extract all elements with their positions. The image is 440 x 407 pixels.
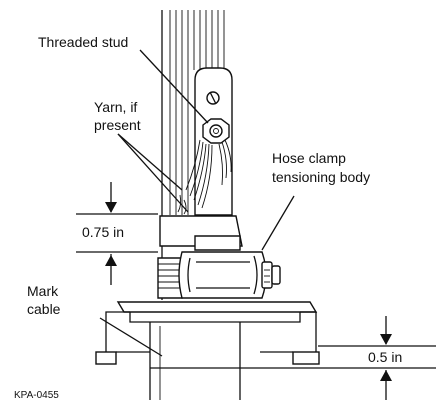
dimension-lower (240, 316, 436, 400)
label-mark-line1: Mark (27, 283, 59, 299)
dimension-upper-label: 0.75 in (82, 224, 124, 240)
label-yarn-line1: Yarn, if (94, 99, 137, 115)
cable-strands (161, 10, 225, 300)
dimension-upper (76, 182, 158, 285)
figure-id: KPA-0455 (14, 390, 59, 401)
hose-clamp-body (178, 251, 281, 299)
threaded-stud-nut (202, 118, 230, 144)
yarn-fibers (177, 139, 232, 215)
dimension-lower-label: 0.5 in (368, 349, 402, 365)
label-hose-clamp-line1: Hose clamp (272, 150, 346, 166)
label-mark-line2: cable (27, 301, 61, 317)
label-yarn-line2: present (94, 117, 141, 133)
label-hose-clamp-line2: tensioning body (272, 169, 370, 185)
clamp-band (157, 215, 243, 299)
leader-lines (99, 49, 295, 357)
base-plate (95, 301, 320, 400)
label-threaded-stud: Threaded stud (38, 34, 128, 50)
